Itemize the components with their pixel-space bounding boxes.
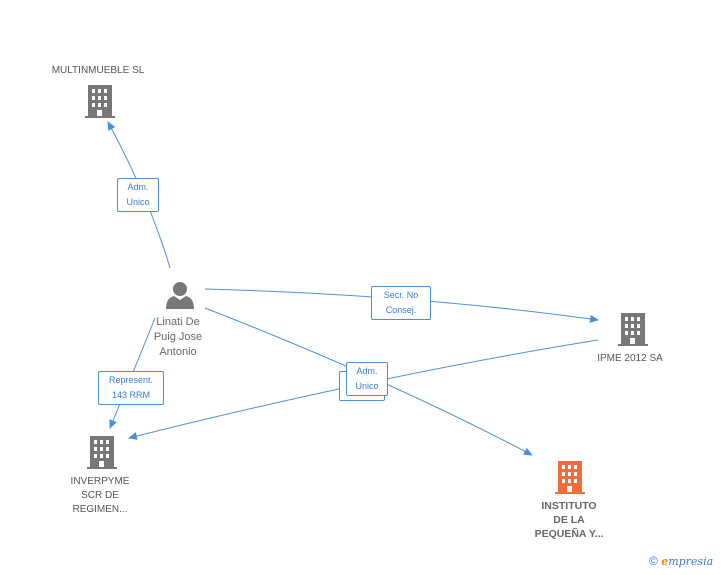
node-label-instituto[interactable]: INSTITUTO DE LA PEQUEÑA Y... [534, 500, 604, 540]
edge-label-adm-unico: Adm. Unico [117, 178, 159, 212]
building-icon [85, 85, 115, 118]
building-icon [618, 313, 648, 346]
person-icon [166, 282, 194, 309]
node-label-person[interactable]: Linati De Puig Jose Antonio [153, 316, 203, 358]
node-label-inverpyme[interactable]: INVERPYME SCR DE REGIMEN... [70, 476, 130, 515]
edge-label-secr-no-consej: Secr. No Consej. [371, 286, 431, 320]
node-label-ipme[interactable]: IPME 2012 SA [597, 353, 663, 364]
edge-label-represent: Represent. 143 RRM [98, 371, 164, 405]
empresia-logo[interactable]: © empresia [649, 554, 713, 568]
node-label-multinmueble[interactable]: MULTINMUEBLE SL [51, 65, 145, 76]
brand-name: empresia [661, 555, 714, 568]
edge-label-adm-unico-2: Adm. Unico [346, 362, 388, 396]
copyright-symbol: © [649, 554, 658, 568]
building-icon [555, 461, 585, 494]
building-icon [87, 436, 117, 469]
